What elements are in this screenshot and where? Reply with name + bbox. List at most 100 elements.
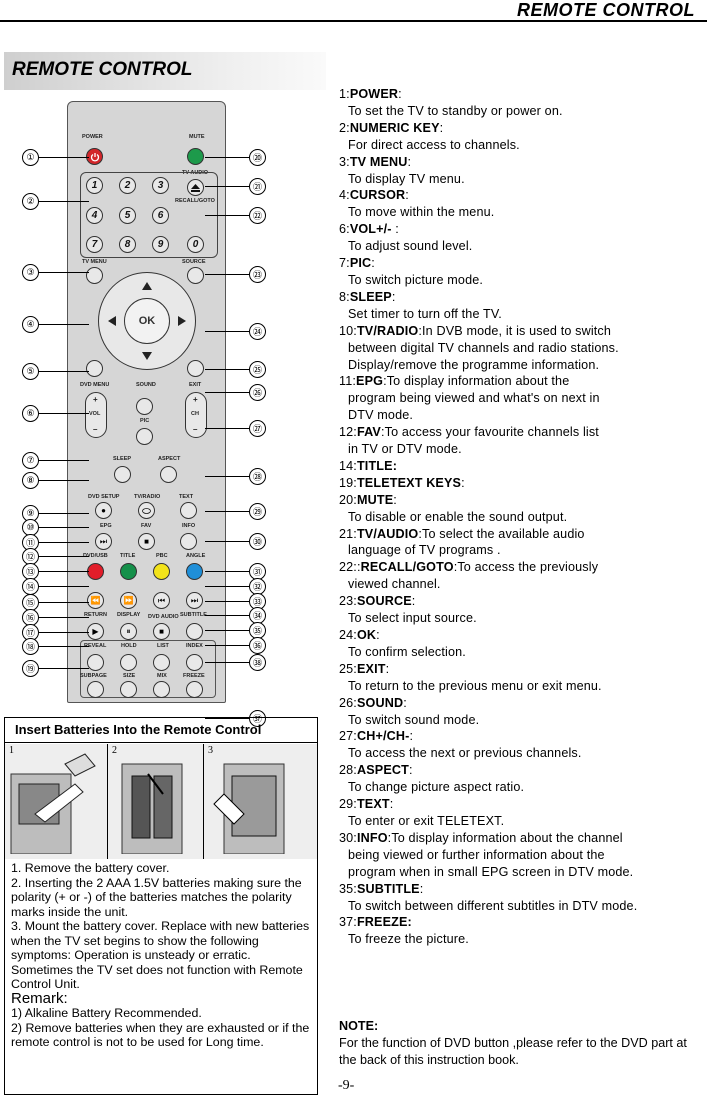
ok-button[interactable]: OK — [124, 298, 170, 344]
item-number: 23: — [339, 594, 357, 609]
digit-0-button[interactable]: 0 — [187, 236, 204, 253]
exit-button[interactable] — [187, 360, 204, 377]
text-button[interactable] — [180, 502, 197, 519]
item-key: TV/AUDIO — [356, 526, 419, 541]
item-separator: : — [389, 797, 394, 812]
epg-button[interactable]: ⏭ — [95, 533, 112, 550]
dvd-menu-button[interactable] — [86, 360, 103, 377]
item-description: between digital TV channels and radio st… — [348, 340, 619, 355]
item-description: To select input source. — [348, 611, 477, 626]
header-title: REMOTE CONTROL — [517, 0, 695, 20]
index-button[interactable] — [186, 654, 203, 671]
play-button[interactable]: ▶ — [87, 623, 104, 640]
hold-button[interactable] — [120, 654, 137, 671]
digit-6-button[interactable]: 6 — [152, 207, 169, 224]
tv-menu-button[interactable] — [86, 267, 103, 284]
callout-left: ⑤ — [22, 363, 39, 380]
pic-button[interactable] — [136, 428, 153, 445]
vol-rocker[interactable]: + VOL – — [85, 392, 107, 438]
label-reveal: REVEAL — [84, 643, 107, 649]
item-description: Set timer to turn off the TV. — [348, 306, 502, 321]
leader-line — [39, 272, 89, 273]
note-title: NOTE: — [339, 1019, 379, 1033]
green-button[interactable] — [120, 563, 137, 580]
freeze-button[interactable] — [186, 681, 203, 698]
item-heading: 26:SOUND: — [339, 695, 707, 712]
info-button[interactable] — [180, 533, 197, 550]
item-description: To adjust sound level. — [348, 239, 473, 254]
digit-9-button[interactable]: 9 — [152, 236, 169, 253]
leader-line — [39, 668, 89, 669]
digit-2-button[interactable]: 2 — [119, 177, 136, 194]
source-button[interactable] — [187, 267, 204, 284]
reveal-button[interactable] — [87, 654, 104, 671]
digit-3-button[interactable]: 3 — [152, 177, 169, 194]
sound-button[interactable] — [136, 398, 153, 415]
fav-button[interactable]: ■ — [138, 533, 155, 550]
sleep-button[interactable] — [114, 466, 131, 483]
item-key: TV MENU — [349, 154, 408, 169]
item-number: 22:: — [339, 560, 361, 575]
label-return: RETURN — [84, 612, 107, 618]
next-button[interactable]: ⏭ — [186, 592, 203, 609]
item-number: 14: — [339, 458, 357, 473]
red-button[interactable] — [87, 563, 104, 580]
yellow-button[interactable] — [153, 563, 170, 580]
dvd-setup-button[interactable]: ● — [95, 502, 112, 519]
power-button[interactable] — [86, 148, 103, 165]
item-description: To change picture aspect ratio. — [348, 780, 525, 795]
subtitle-button[interactable] — [186, 623, 203, 640]
battery-step-1: 1. Remove the battery cover. — [11, 861, 170, 875]
batteries-box: Insert Batteries Into the Remote Control… — [4, 717, 318, 1095]
item-number: 4: — [339, 188, 350, 203]
item-heading: 35:SUBTITLE: — [339, 881, 707, 898]
digit-4-button[interactable]: 4 — [86, 207, 103, 224]
batteries-title: Insert Batteries Into the Remote Control — [15, 722, 262, 737]
remark-heading: Remark: — [11, 989, 68, 1007]
aspect-button[interactable] — [160, 466, 177, 483]
item-number: 1: — [339, 87, 350, 101]
item-heading: 3:TV MENU: — [339, 154, 707, 171]
blue-button[interactable] — [186, 563, 203, 580]
ch-rocker[interactable]: + CH – — [185, 392, 207, 438]
digit-8-button[interactable]: 8 — [119, 236, 136, 253]
prev-button[interactable]: ⏮ — [153, 592, 170, 609]
leader-line — [205, 331, 249, 332]
stop-button[interactable]: ■ — [153, 623, 170, 640]
batteries-instructions: 1. Remove the battery cover. 2. Insertin… — [11, 861, 316, 1050]
digit-1-button[interactable]: 1 — [86, 177, 103, 194]
leader-line — [205, 157, 249, 158]
size-button[interactable] — [120, 681, 137, 698]
item-key: FAV — [356, 425, 381, 440]
mix-button[interactable] — [153, 681, 170, 698]
pause-button[interactable]: ⏸ — [120, 623, 137, 640]
callout-right: ㉚ — [249, 533, 266, 550]
tv-audio-button[interactable] — [187, 179, 204, 196]
rewind-button[interactable]: ⏪ — [87, 592, 104, 609]
leader-line — [39, 157, 89, 158]
leader-line — [39, 460, 89, 461]
list-button[interactable] — [153, 654, 170, 671]
item-heading: 37:FREEZE: — [339, 914, 707, 931]
battery-figure-2: 2 — [108, 744, 204, 859]
item-number: 10: — [339, 323, 357, 338]
item-inline-text: To display information about the — [386, 374, 570, 389]
leader-line — [39, 371, 89, 372]
item-number: 28: — [339, 763, 357, 778]
label-sound: SOUND — [136, 382, 156, 388]
item-key: RECALL/GOTO — [360, 560, 454, 575]
subpage-button[interactable] — [87, 681, 104, 698]
item-key: SUBTITLE — [356, 881, 420, 896]
item-number: 2: — [339, 120, 350, 135]
item-inline-text: In DVB mode, it is used to switch — [422, 323, 612, 338]
item-heading: 2:NUMERIC KEY: — [339, 120, 707, 137]
mute-button[interactable] — [187, 148, 204, 165]
fast-forward-button[interactable]: ⏩ — [120, 592, 137, 609]
callout-right: ㉖ — [249, 384, 266, 401]
tv-radio-button[interactable] — [138, 502, 155, 519]
digit-5-button[interactable]: 5 — [119, 207, 136, 224]
callout-right: ⑳ — [249, 149, 266, 166]
digit-7-button[interactable]: 7 — [86, 236, 103, 253]
cursor-ring[interactable]: OK — [98, 272, 196, 370]
item-key: SOUND — [356, 695, 404, 710]
